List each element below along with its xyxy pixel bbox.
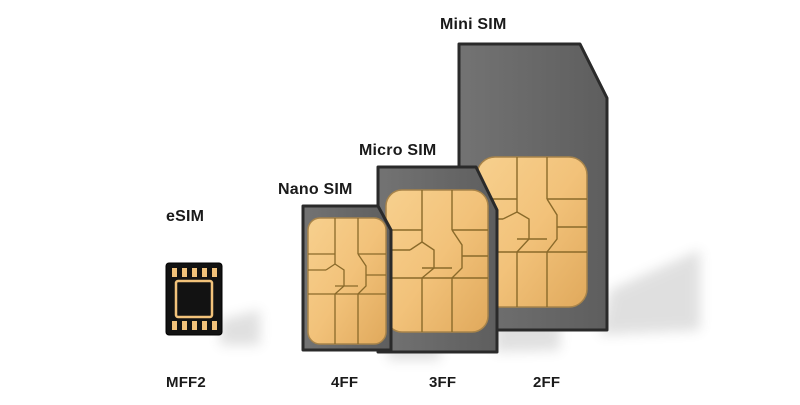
- micro-sim-card: [376, 165, 499, 354]
- nano-sim-format-code: 4FF: [331, 374, 359, 391]
- esim-pins: [172, 268, 217, 330]
- esim-label: eSIM: [166, 208, 205, 225]
- esim-format-code: MFF2: [166, 374, 206, 391]
- esim-chip: [165, 262, 223, 336]
- mini-sim-format-code: 2FF: [533, 374, 561, 391]
- micro-sim-format-code: 3FF: [429, 374, 457, 391]
- nano-sim-card: [301, 204, 393, 352]
- nano-sim-chip: [307, 217, 387, 345]
- micro-sim-chip: [385, 189, 489, 333]
- micro-sim-label: Micro SIM: [359, 142, 437, 159]
- card-shadows: [220, 250, 700, 360]
- nano-sim-label: Nano SIM: [278, 181, 353, 198]
- mini-sim-label: Mini SIM: [440, 16, 507, 33]
